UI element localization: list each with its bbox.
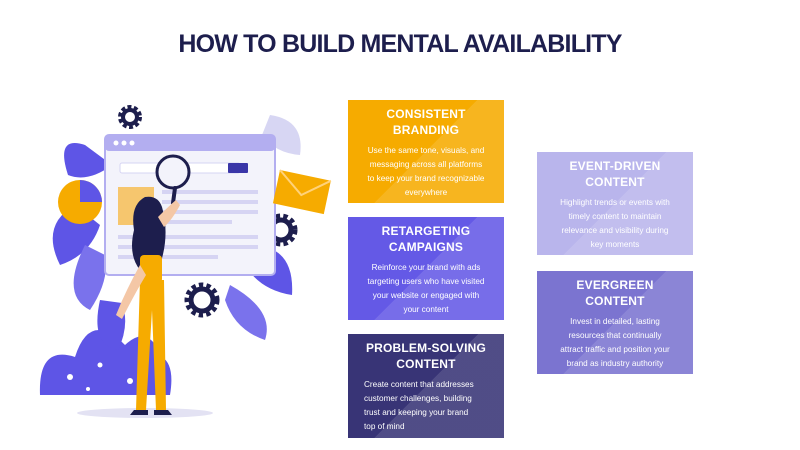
- gear-icon: [184, 282, 220, 318]
- card-body: Invest in detailed, lasting resources th…: [560, 317, 670, 368]
- card-retargeting-campaigns: RETARGETING CAMPAIGNS Reinforce your bra…: [348, 217, 504, 320]
- card-body: Reinforce your brand with ads targeting …: [367, 263, 485, 314]
- page-title: HOW TO BUILD MENTAL AVAILABILITY: [178, 30, 622, 58]
- envelope-icon: [272, 169, 332, 215]
- card-title: CONSISTENT BRANDING: [386, 107, 466, 137]
- card-evergreen-content: EVERGREEN CONTENT Invest in detailed, la…: [537, 271, 693, 374]
- card-problem-solving-content: PROBLEM-SOLVING CONTENT Create content t…: [348, 334, 504, 438]
- card-body: Use the same tone, visuals, and messagin…: [367, 146, 485, 197]
- card-event-driven-content: EVENT-DRIVEN CONTENT Highlight trends or…: [537, 152, 693, 255]
- card-title: EVENT-DRIVEN CONTENT: [569, 159, 661, 189]
- card-title: RETARGETING CAMPAIGNS: [381, 224, 471, 254]
- pie-chart-icon: [58, 180, 102, 224]
- illustration: [39, 105, 332, 418]
- card-title: PROBLEM-SOLVING CONTENT: [365, 341, 487, 371]
- magnifier-icon: [155, 154, 191, 205]
- browser-window-icon: [104, 134, 276, 276]
- woman-figure: [116, 196, 180, 415]
- card-title: EVERGREEN CONTENT: [576, 278, 654, 308]
- card-consistent-branding: CONSISTENT BRANDING Use the same tone, v…: [348, 100, 504, 203]
- card-body: Highlight trends or events with timely c…: [560, 198, 670, 249]
- gear-icon: [118, 105, 142, 129]
- card-body: Create content that addresses customer c…: [364, 380, 474, 431]
